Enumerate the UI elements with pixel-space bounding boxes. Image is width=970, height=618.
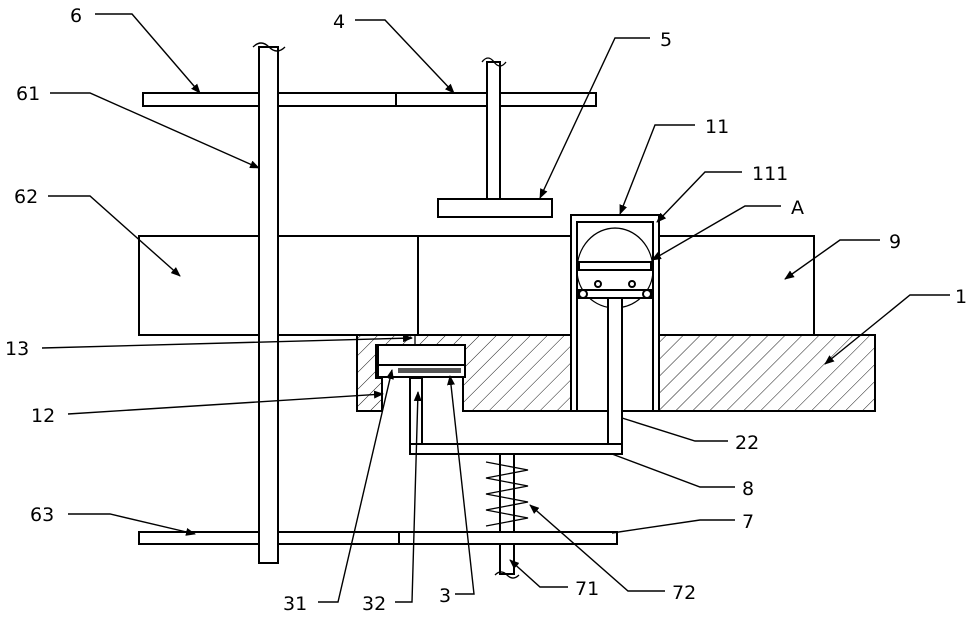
- label-22: 22: [735, 432, 759, 454]
- label-8: 8: [742, 478, 754, 500]
- label-12: 12: [31, 405, 55, 427]
- seal-right: [643, 290, 651, 298]
- frame-8-bottom: [410, 444, 622, 454]
- label-71: 71: [575, 578, 599, 600]
- leader-5: [540, 38, 650, 198]
- block-62-mid: [418, 236, 573, 335]
- frame-8-left: [410, 378, 422, 444]
- label-63: 63: [30, 504, 54, 526]
- label-72: 72: [672, 582, 696, 604]
- label-6: 6: [70, 5, 82, 27]
- label-61: 61: [16, 83, 40, 105]
- leader-7: [612, 520, 735, 533]
- leader-4: [355, 20, 454, 93]
- label-32: 32: [362, 593, 386, 615]
- label-3: 3: [439, 585, 451, 607]
- label-111: 111: [752, 163, 788, 185]
- spring-right: [629, 281, 635, 287]
- block-9: [657, 236, 814, 335]
- label-9: 9: [889, 231, 901, 253]
- leader-71: [510, 560, 568, 587]
- bottom-plate-7: [399, 532, 617, 544]
- leader-12: [68, 394, 383, 414]
- leader-8: [612, 454, 735, 487]
- spring-left: [595, 281, 601, 287]
- label-a: A: [791, 197, 804, 219]
- seal-left: [579, 290, 587, 298]
- label-7: 7: [742, 511, 754, 533]
- label-1: 1: [955, 286, 967, 308]
- base-1-right: [657, 335, 875, 411]
- leader-6: [95, 14, 200, 93]
- label-13: 13: [5, 338, 29, 360]
- part-3-insert: [398, 368, 461, 373]
- leader-22: [622, 418, 728, 441]
- label-11: 11: [705, 116, 729, 138]
- label-62: 62: [14, 186, 38, 208]
- part-5-disc: [438, 199, 552, 217]
- part-5-shaft: [487, 62, 500, 199]
- piston-plate: [579, 290, 651, 298]
- rod-22: [608, 298, 622, 445]
- part-13: [378, 345, 465, 365]
- leader-11: [620, 125, 695, 214]
- label-31: 31: [283, 593, 307, 615]
- shaft-61: [259, 47, 278, 563]
- label-4: 4: [333, 11, 345, 33]
- part-111-plate: [579, 262, 651, 270]
- label-5: 5: [660, 29, 672, 51]
